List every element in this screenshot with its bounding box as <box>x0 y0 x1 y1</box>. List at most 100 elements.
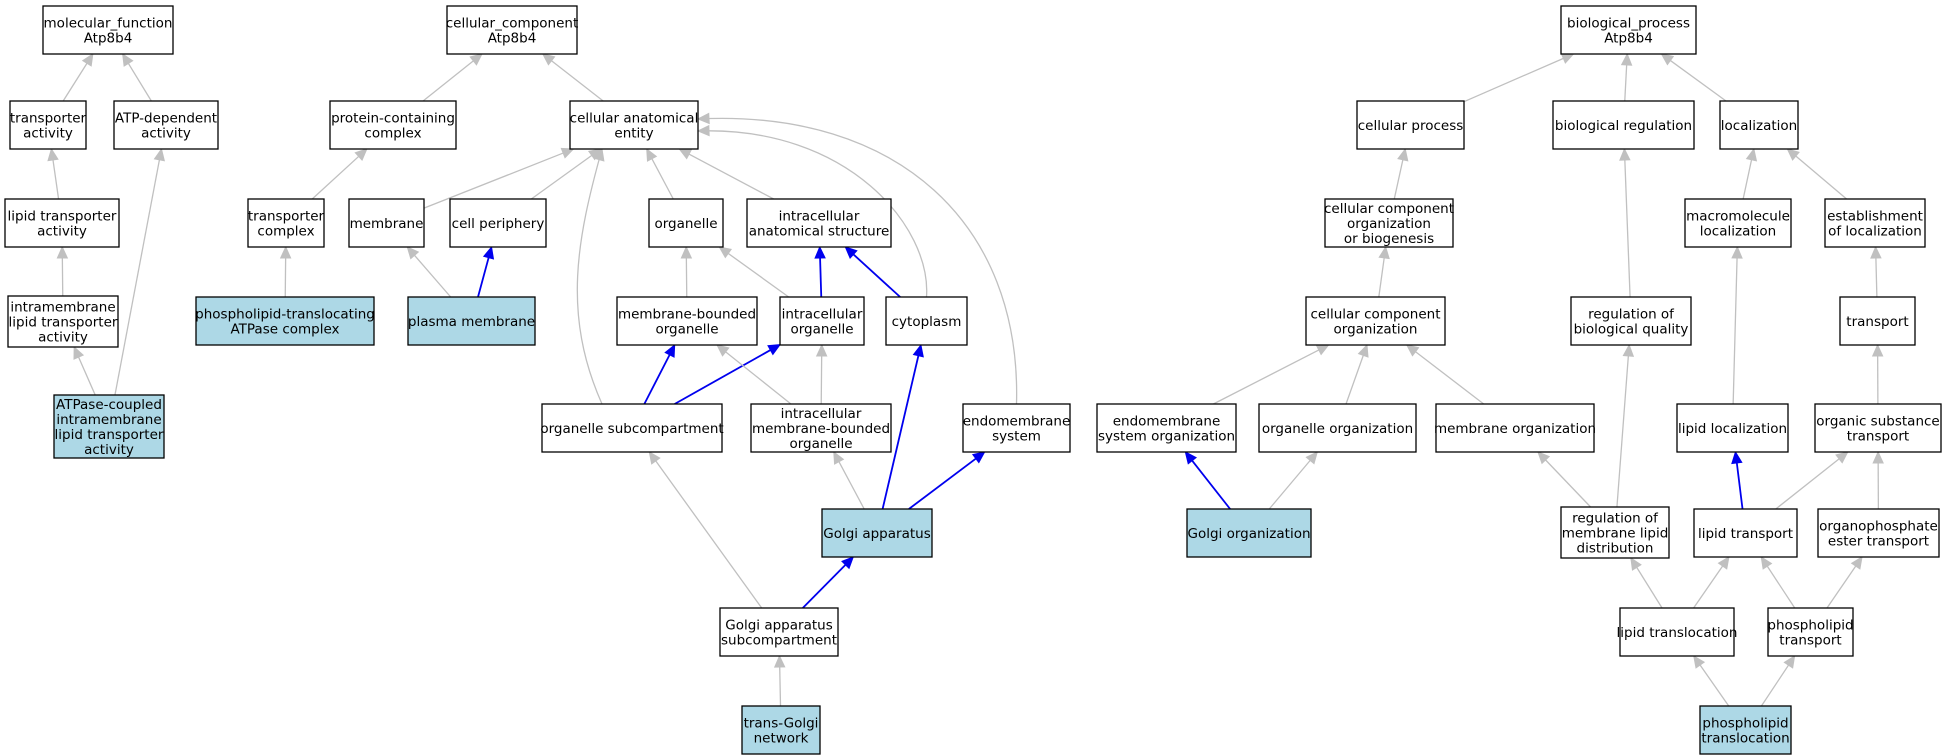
edge-pm-to-membrane <box>406 246 452 298</box>
edge-line <box>1463 56 1566 103</box>
edge-arrowhead <box>81 52 94 67</box>
edge-arrowhead <box>1693 655 1706 669</box>
edge-arrowhead <box>696 124 710 137</box>
edge-arrowhead <box>1537 451 1551 465</box>
edge-line <box>1393 157 1404 200</box>
edge-lipidtl-to-lipidtr <box>1693 556 1730 609</box>
edge-pltr-to-lipidtr <box>1760 555 1796 609</box>
node-golgiorg: Golgi organization <box>1186 508 1312 558</box>
node-membrane: membrane <box>348 198 425 248</box>
node-label-line: trans-Golgi <box>744 716 819 732</box>
edge-arrowhead <box>1870 245 1882 259</box>
node-label-line: organelle subcompartment <box>540 421 723 437</box>
edge-gas-to-osc <box>648 451 763 609</box>
node-box <box>1435 403 1595 453</box>
node-box <box>1258 403 1417 453</box>
edge-endosys-to-cae <box>696 112 1018 405</box>
node-label-line: Golgi apparatus <box>823 526 930 542</box>
edge-arrowhead <box>971 451 986 464</box>
edge-tc-to-pcc <box>311 148 368 200</box>
node-label-line: phospholipid <box>1767 618 1853 634</box>
edge-line <box>686 152 774 200</box>
node-oo: organelle organization <box>1258 403 1417 453</box>
node-label-line: transport <box>1846 314 1908 330</box>
node-label-line: establishment <box>1827 209 1923 225</box>
node-label-line: entity <box>614 126 653 142</box>
edge-golgiorg-to-eso <box>1184 451 1231 510</box>
node-label-line: intracellular <box>781 406 862 422</box>
node-box <box>1684 198 1792 248</box>
edge-ias-to-cae <box>678 148 774 200</box>
edge-line <box>530 153 594 200</box>
edge-pltc-to-tc <box>279 245 292 298</box>
node-box <box>962 403 1071 453</box>
edge-rbq-to-bioreg <box>1619 147 1631 298</box>
node-box <box>1719 100 1799 150</box>
edge-arrowhead <box>1397 147 1409 162</box>
edge-osc-to-io <box>674 344 782 405</box>
edge-arrowhead <box>73 345 85 360</box>
edge-line <box>802 562 848 609</box>
edge-cco-to-ccob <box>1378 245 1390 298</box>
edge-arrowhead <box>593 147 605 162</box>
node-label-line: organization <box>1347 216 1431 232</box>
edge-arrowhead <box>844 246 858 260</box>
edge-atpcoupled-to-atpdep <box>114 147 166 396</box>
node-label-line: cytoplasm <box>892 314 962 330</box>
node-label-line: ATP-dependent <box>115 111 217 127</box>
edge-osc-to-mbo <box>643 343 676 405</box>
node-label-line: membrane organization <box>1434 421 1596 437</box>
edge-line <box>723 350 792 405</box>
node-box <box>9 100 87 150</box>
node-box <box>1186 508 1312 558</box>
node-lipidloc: lipid localization <box>1676 403 1789 453</box>
node-label-line: intramembrane <box>10 300 115 316</box>
edge-line <box>477 255 491 298</box>
node-label-line: transport <box>1847 429 1909 445</box>
node-label-line: localization <box>1721 118 1797 134</box>
node-box <box>1814 403 1942 453</box>
node-box <box>541 403 723 453</box>
edge-line <box>77 354 96 396</box>
edge-lta-to-ta <box>47 147 60 200</box>
edge-cellproc-to-bp <box>1463 53 1575 103</box>
node-label-line: endomembrane <box>963 414 1071 430</box>
node-label-line: activity <box>23 126 73 142</box>
node-label-line: lipid localization <box>1678 421 1787 437</box>
node-box <box>750 403 892 453</box>
edge-arrowhead <box>279 245 292 259</box>
node-osc: organelle subcompartment <box>540 403 724 453</box>
edges-layer <box>47 52 1884 707</box>
edge-arrowhead <box>1378 245 1390 260</box>
node-label-line: organelle organization <box>1262 421 1413 437</box>
edge-golgi-to-endosys <box>908 451 986 510</box>
edge-ccob-to-cellproc <box>1393 147 1409 200</box>
edge-eso-to-cco <box>1213 344 1330 405</box>
edge-arrowhead <box>1619 147 1631 161</box>
edge-line <box>1413 349 1485 405</box>
edge-arrowhead <box>716 344 730 357</box>
node-box <box>7 295 119 348</box>
node-cellper: cell periphery <box>449 198 547 248</box>
edge-pltr-to-opet <box>1826 556 1863 609</box>
edge-loc-to-bp <box>1660 53 1727 102</box>
node-lipidtl: lipid translocation <box>1617 607 1737 657</box>
edge-pcc-to-cc <box>422 53 483 102</box>
edge-line <box>1624 157 1631 298</box>
edge-arrowhead <box>354 148 368 162</box>
edge-arrowhead <box>56 245 69 259</box>
node-transport: transport <box>1839 296 1916 346</box>
edge-arrowhead <box>406 246 420 260</box>
node-label-line: cellular anatomical <box>570 111 699 127</box>
edge-line <box>1875 255 1878 298</box>
